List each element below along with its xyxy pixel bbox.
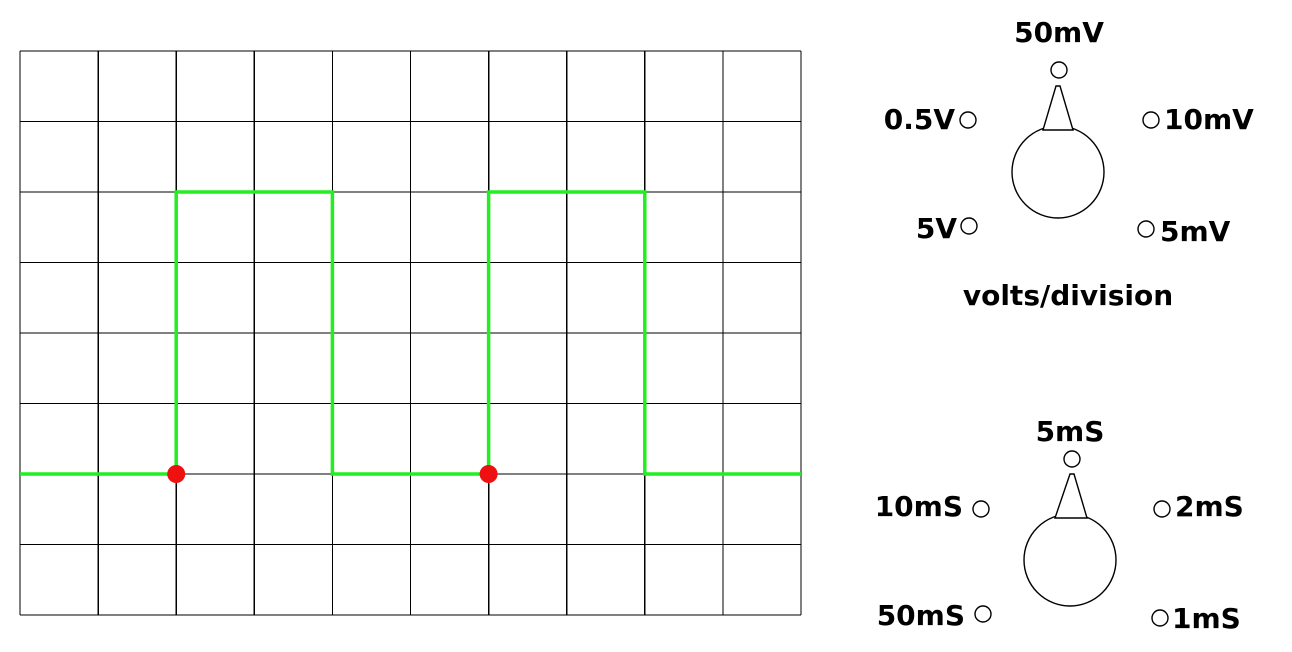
volts-option-upper-right-radio[interactable] <box>1142 111 1160 129</box>
time-division-knob[interactable]: 5mS 10mS 2mS 50mS 1mS <box>875 415 1244 635</box>
volts-option-lower-left-label: 5V <box>916 212 957 245</box>
volts-option-upper-right-label: 10mV <box>1164 103 1254 136</box>
volts-option-lower-right-label: 5mV <box>1160 215 1231 248</box>
volts-knob-dial[interactable] <box>1011 125 1105 219</box>
time-knob-dial[interactable] <box>1023 513 1117 607</box>
graticule-grid <box>19 50 802 616</box>
trigger-marker-dot <box>167 465 186 483</box>
scope-screen <box>19 50 802 616</box>
volts-knob-title: volts/division <box>963 279 1173 312</box>
square-wave-trace <box>20 190 801 476</box>
time-option-lower-right-radio[interactable] <box>1151 609 1169 627</box>
time-option-upper-right-radio[interactable] <box>1153 500 1171 518</box>
volts-option-top-radio[interactable] <box>1050 61 1068 79</box>
volts-option-lower-right-radio[interactable] <box>1137 220 1155 238</box>
time-option-upper-left-label: 10mS <box>875 490 963 523</box>
time-option-top-radio[interactable] <box>1063 450 1081 468</box>
time-knob-pointer <box>1054 473 1088 519</box>
volts-division-knob[interactable]: 50mV 0.5V 10mV 5V 5mV volts/division <box>884 16 1254 312</box>
volts-option-top-label: 50mV <box>1014 16 1104 49</box>
time-option-lower-left-radio[interactable] <box>974 605 992 623</box>
trigger-marker-dot <box>479 465 498 483</box>
time-option-top-label: 5mS <box>1036 415 1105 448</box>
time-option-upper-left-radio[interactable] <box>972 500 990 518</box>
volts-option-upper-left-label: 0.5V <box>884 103 956 136</box>
time-option-upper-right-label: 2mS <box>1175 490 1244 523</box>
time-option-lower-left-label: 50mS <box>877 599 965 632</box>
volts-knob-pointer <box>1042 85 1074 131</box>
trigger-markers <box>167 465 498 483</box>
volts-option-upper-left-radio[interactable] <box>959 111 977 129</box>
time-option-lower-right-label: 1mS <box>1172 602 1241 635</box>
volts-option-lower-left-radio[interactable] <box>960 217 978 235</box>
